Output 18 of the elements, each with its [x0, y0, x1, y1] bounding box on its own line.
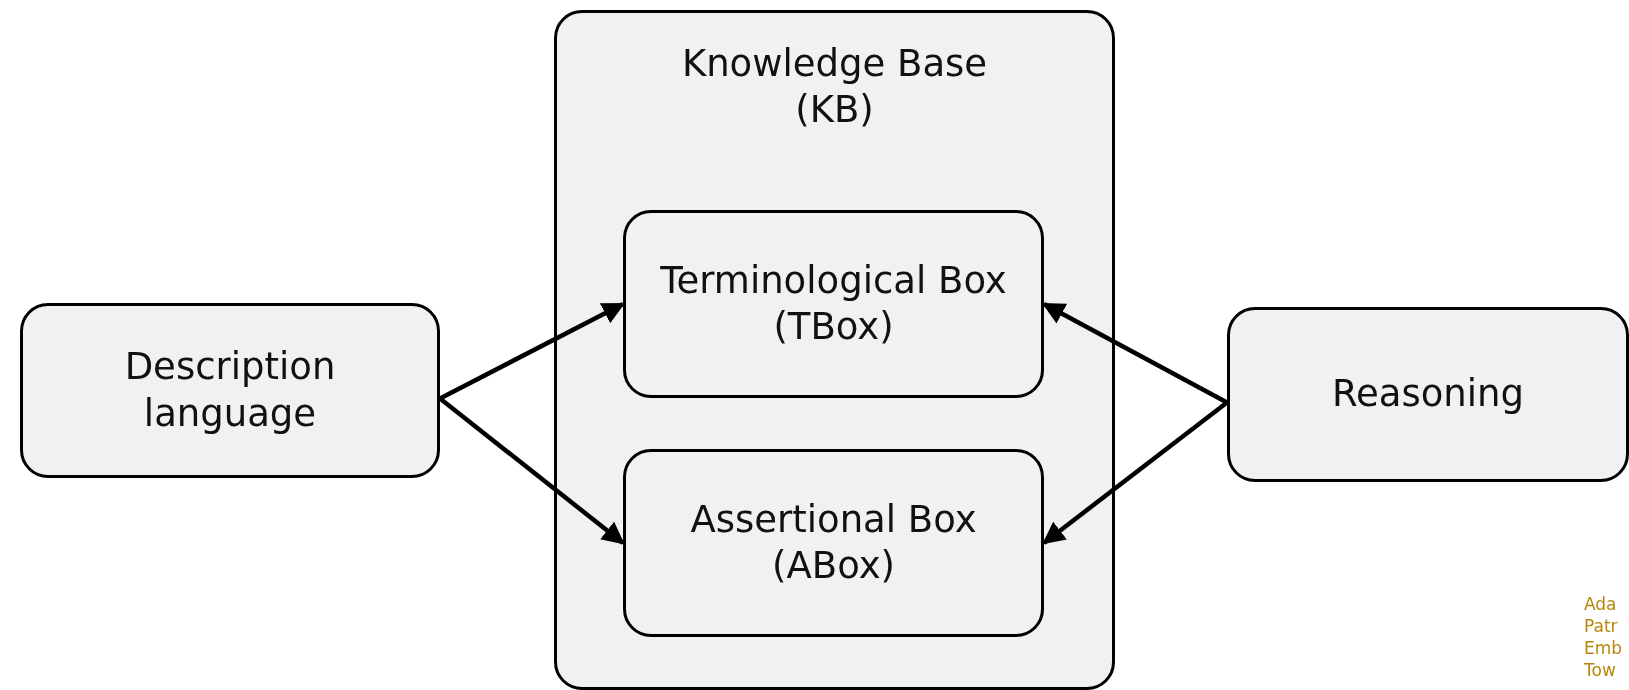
process-box: [623, 210, 1044, 398]
node-label: Description language: [123, 344, 337, 437]
process-box: [20, 303, 440, 478]
group-box: [554, 10, 1115, 690]
citation-text: Tow: [1584, 659, 1616, 681]
arrow: [1042, 302, 1229, 405]
node-label: Reasoning: [1330, 371, 1526, 418]
node-label: Assertional Box (ABox): [689, 496, 978, 589]
citation-text: Emb: [1584, 637, 1623, 659]
citation-text: Ada: [1584, 593, 1617, 615]
arrow: [1042, 400, 1229, 545]
node-label: Terminological Box (TBox): [659, 257, 1008, 350]
arrow: [438, 302, 625, 401]
arrow: [438, 396, 625, 545]
node-label: Knowledge Base (KB): [680, 41, 989, 134]
citation-text: Patr: [1584, 615, 1618, 637]
process-box: [623, 449, 1044, 637]
process-box: [1227, 307, 1629, 482]
